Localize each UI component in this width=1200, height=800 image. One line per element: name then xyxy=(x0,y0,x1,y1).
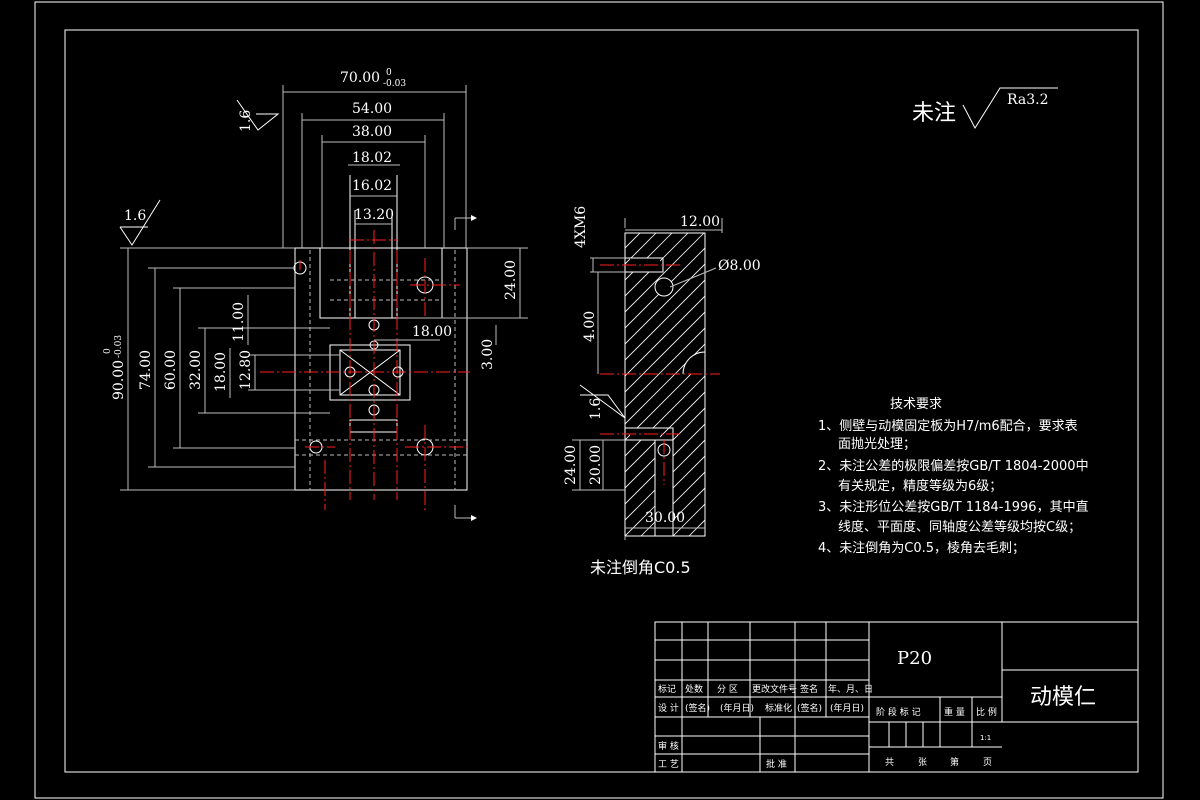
svg-text:设 计: 设 计 xyxy=(658,702,679,714)
section-hatch-line xyxy=(625,343,705,425)
svg-text:重 量: 重 量 xyxy=(944,706,965,718)
dim-h12-80: 12.80 xyxy=(238,350,254,390)
section-hatch-line xyxy=(625,359,705,441)
section-hatch-line xyxy=(625,375,705,457)
dim-h74: 74.00 xyxy=(138,350,154,390)
title-block: P20 动模仁 标记 处数 分 区 更改文件号 签名 年、月、日 设 计 (签名… xyxy=(654,621,1139,773)
tech-req-line-5: 3、未注形位公差按GB/T 1184-1996，其中直 xyxy=(818,500,1089,515)
finish-roughness-value: Ra3.2 xyxy=(1007,92,1048,108)
section-hatch-line xyxy=(625,455,705,536)
dim-w18-02: 18.02 xyxy=(352,150,392,166)
tech-req-line-7: 4、未注倒角为C0.5，棱角去毛刺； xyxy=(818,540,1025,556)
roughness-mark-section: 1.6 xyxy=(579,384,626,420)
section-hatch-line xyxy=(625,391,705,473)
process-label: 工 艺 xyxy=(658,759,679,770)
front-view: 70.00 0 -0.03 54.00 38.00 18.02 16.02 13… xyxy=(103,68,528,518)
svg-text:年、月、日: 年、月、日 xyxy=(828,683,873,695)
part-name: 动模仁 xyxy=(1030,685,1096,710)
dim-dia8: Ø8.00 xyxy=(718,258,761,274)
dim-w38: 38.00 xyxy=(352,124,392,140)
dim-h90: 90.00 xyxy=(111,360,127,400)
sheet-inner-border xyxy=(64,29,1139,773)
tech-req-line-3: 2、未注公差的极限偏差按GB/T 1804-2000中 xyxy=(818,458,1089,474)
svg-text:标记: 标记 xyxy=(658,683,676,695)
dim-h24-section: 24.00 xyxy=(563,445,579,485)
tech-requirements-title: 技术要求 xyxy=(890,397,942,412)
svg-text:分 区: 分 区 xyxy=(717,684,738,695)
svg-text:(签名): (签名) xyxy=(797,702,822,714)
section-hatch-line xyxy=(625,263,705,345)
dim-h90-tol-upper: 0 xyxy=(103,348,113,354)
svg-text:(年月日): (年月日) xyxy=(720,702,754,714)
svg-text:张: 张 xyxy=(918,757,927,768)
svg-text:标准化: 标准化 xyxy=(765,702,792,714)
section-hatch-line xyxy=(625,327,705,409)
tech-req-line-4: 有关规定，精度等级为6级； xyxy=(838,478,1002,494)
section-hatch-line xyxy=(625,247,705,329)
approve-label: 批 准 xyxy=(766,758,787,770)
svg-text:(签名): (签名) xyxy=(685,702,710,714)
section-view: 4XM6 12.00 Ø8.00 4.00 24.00 20.00 30.00 … xyxy=(321,206,761,577)
svg-text:1.6: 1.6 xyxy=(238,110,254,132)
section-hatch-line xyxy=(640,471,705,536)
section-hatch-line xyxy=(625,279,705,361)
section-hatch-line xyxy=(625,311,705,393)
sheet-outer-border xyxy=(34,1,1164,799)
svg-text:签名: 签名 xyxy=(800,683,818,695)
svg-text:阶 段 标 记: 阶 段 标 记 xyxy=(876,706,921,718)
dim-h11: 11.00 xyxy=(231,302,247,342)
dim-width-tol-lower: -0.03 xyxy=(383,79,406,89)
tech-req-line-2: 面抛光处理； xyxy=(838,437,916,452)
section-outline xyxy=(624,232,706,537)
svg-text:共: 共 xyxy=(885,757,894,768)
dim-w18: 18.00 xyxy=(412,324,452,340)
section-hatch-line xyxy=(625,423,705,505)
dim-w54: 54.00 xyxy=(352,101,392,117)
front-view-outline xyxy=(294,247,468,491)
dim-h24-front: 24.00 xyxy=(503,260,519,300)
dim-h90-tol-lower: -0.03 xyxy=(114,335,124,358)
surface-finish-note: 未注 Ra3.2 xyxy=(912,87,1058,130)
section-hatch-line xyxy=(625,233,641,249)
svg-text:(年月日): (年月日) xyxy=(830,702,864,714)
finish-note-label: 未注 xyxy=(912,101,956,126)
dim-h18: 18.00 xyxy=(213,352,229,392)
roughness-mark-left: 1.6 xyxy=(119,199,161,246)
dim-w30: 30.00 xyxy=(645,510,685,526)
dim-h4-section: 4.00 xyxy=(582,311,598,342)
dim-h3: 3.00 xyxy=(480,339,496,370)
tech-req-line-1: 1、侧壁与动模固定板为H7/m6配合，要求表 xyxy=(818,419,1078,434)
dim-w16-02: 16.02 xyxy=(352,178,392,194)
chamfer-note: 未注倒角C0.5 xyxy=(590,558,691,577)
svg-text:1.6: 1.6 xyxy=(588,398,604,420)
tech-req-line-6: 线度、平面度、同轴度公差等级均按C级； xyxy=(838,519,1081,535)
dim-w12: 12.00 xyxy=(680,214,720,230)
svg-text:页: 页 xyxy=(983,757,992,768)
section-hatch-line xyxy=(625,233,705,313)
review-label: 审 核 xyxy=(658,740,679,752)
dim-h60: 60.00 xyxy=(163,350,179,390)
section-hatch-line xyxy=(625,407,705,489)
roughness-mark-top: 1.6 xyxy=(236,99,280,132)
svg-text:更改文件号: 更改文件号 xyxy=(752,683,797,695)
dim-w13-20: 13.20 xyxy=(354,207,394,223)
svg-text:处数: 处数 xyxy=(685,683,703,695)
material-label: P20 xyxy=(897,648,932,669)
dim-width-overall: 70.00 xyxy=(340,70,380,86)
front-horizontal-dims: 70.00 0 -0.03 54.00 38.00 18.02 16.02 13… xyxy=(282,68,467,341)
section-hatch-line xyxy=(321,233,624,536)
svg-text:比 例: 比 例 xyxy=(976,706,997,718)
front-vertical-dims: 90.00 0 -0.03 74.00 60.00 32.00 18.00 12… xyxy=(103,247,528,491)
dim-thread-4xm6: 4XM6 xyxy=(573,206,589,248)
dim-h20-section: 20.00 xyxy=(588,445,604,485)
section-hatch-line xyxy=(625,233,689,297)
dim-width-tol-upper: 0 xyxy=(386,68,392,78)
svg-text:第: 第 xyxy=(950,756,959,768)
scale-value: 1:1 xyxy=(980,734,991,742)
svg-text:1.6: 1.6 xyxy=(124,208,146,224)
tech-requirements: 技术要求 1、侧壁与动模固定板为H7/m6配合，要求表 面抛光处理； 2、未注公… xyxy=(818,397,1089,556)
dim-h32: 32.00 xyxy=(188,350,204,390)
